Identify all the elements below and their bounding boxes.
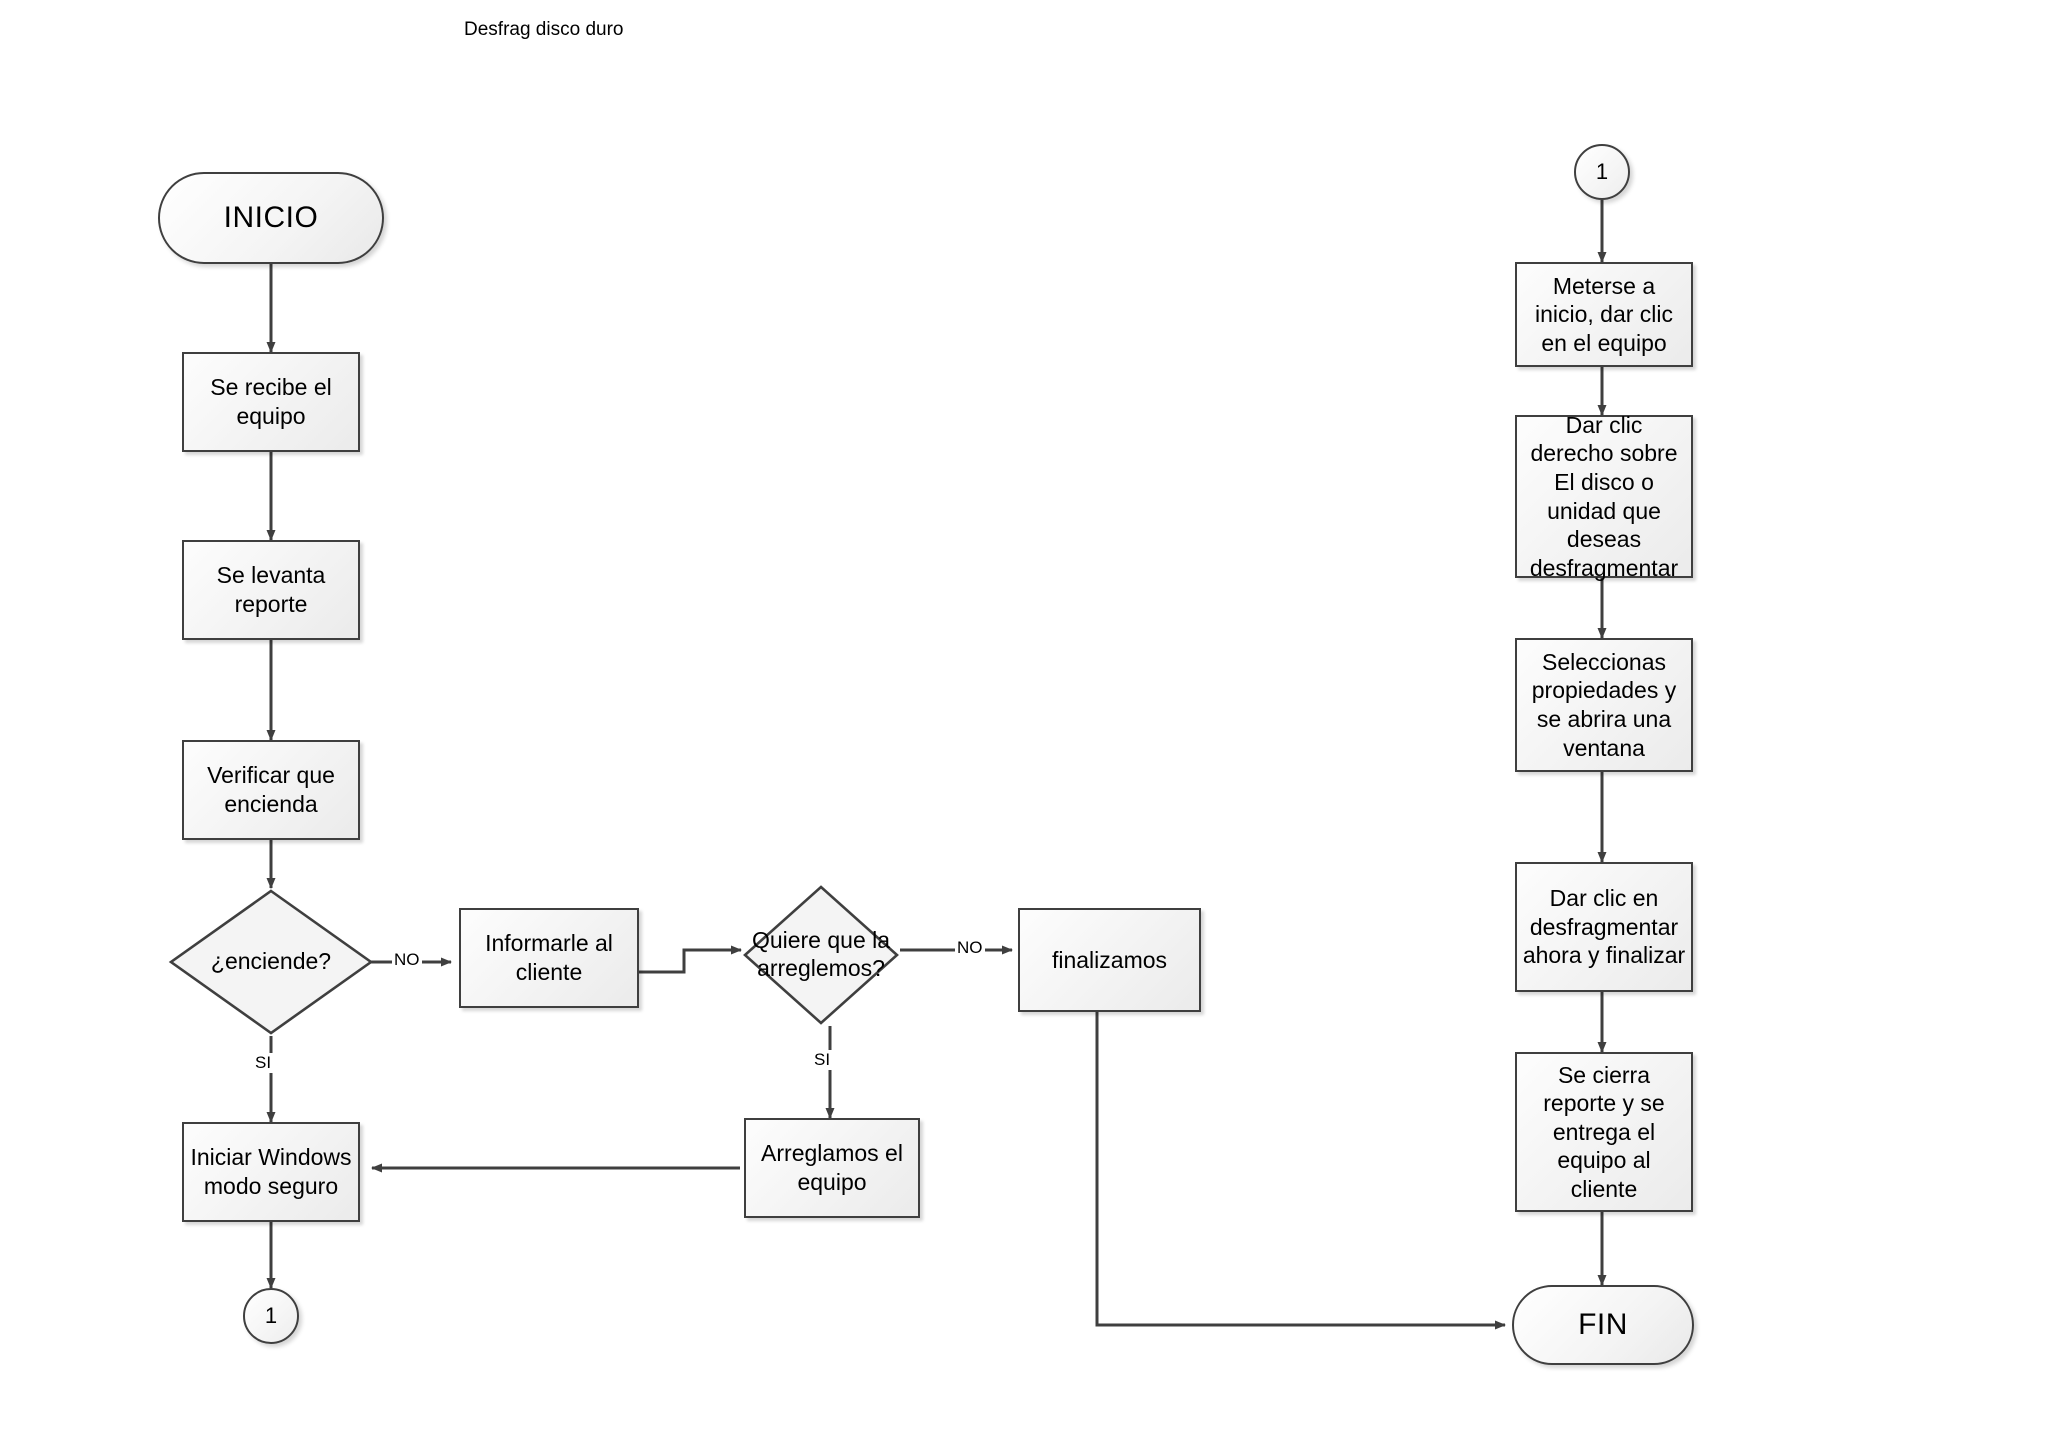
edge-label-no-enciende: NO (392, 950, 422, 970)
node-se-recibe-equipo[interactable]: Se recibe el equipo (182, 352, 360, 452)
node-informarle-cliente-label: Informarle al cliente (485, 930, 613, 985)
node-inicio[interactable]: INICIO (158, 172, 384, 264)
node-informarle-cliente[interactable]: Informarle al cliente (459, 908, 639, 1008)
node-se-levanta-reporte-label: Se levanta reporte (216, 562, 326, 617)
node-verificar-encienda[interactable]: Verificar que encienda (182, 740, 360, 840)
node-finalizamos-label: finalizamos (1051, 946, 1168, 973)
node-seleccionas-propiedades[interactable]: Seleccionas propiedades y se abrira una … (1515, 638, 1693, 772)
edge-label-si-arreglemos: SI (812, 1050, 833, 1070)
node-decision-enciende[interactable]: ¿enciende? (168, 888, 374, 1036)
node-se-recibe-equipo-label: Se recibe el equipo (210, 374, 332, 429)
node-se-levanta-reporte[interactable]: Se levanta reporte (182, 540, 360, 640)
edge-label-no-arreglemos: NO (955, 938, 985, 958)
connector-in-1-label: 1 (1595, 159, 1609, 184)
node-clic-derecho-disco-label: Dar clic derecho sobre El disco o unidad… (1529, 411, 1679, 581)
node-desfragmentar-ahora[interactable]: Dar clic en desfragmentar ahora y finali… (1515, 862, 1693, 992)
node-arreglamos-equipo-label: Arreglamos el equipo (761, 1140, 903, 1195)
node-fin-label: FIN (1578, 1308, 1628, 1341)
node-decision-enciende-label: ¿enciende? (210, 948, 332, 975)
node-cierra-reporte-entrega-label: Se cierra reporte y se entrega el equipo… (1543, 1061, 1665, 1202)
node-verificar-encienda-label: Verificar que encienda (207, 762, 335, 817)
edge-finalizamos-fin (1095, 1012, 1506, 1330)
node-fin[interactable]: FIN (1512, 1285, 1694, 1365)
diamond-shape (743, 885, 899, 1025)
node-inicio-label: INICIO (223, 201, 319, 234)
node-decision-arreglemos[interactable]: Quiere que la arreglemos? (742, 884, 900, 1026)
node-desfragmentar-ahora-label: Dar clic en desfragmentar ahora y finali… (1522, 885, 1686, 969)
node-meterse-inicio[interactable]: Meterse a inicio, dar clic en el equipo (1515, 262, 1693, 367)
edge-label-si-enciende: SI (253, 1053, 274, 1073)
node-decision-arreglemos-label: Quiere que la arreglemos? (751, 927, 891, 981)
node-cierra-reporte-entrega[interactable]: Se cierra reporte y se entrega el equipo… (1515, 1052, 1693, 1212)
edge-informar-arreglar (638, 945, 742, 974)
connector-out-1[interactable]: 1 (243, 1288, 299, 1344)
node-seleccionas-propiedades-label: Seleccionas propiedades y se abrira una … (1531, 648, 1677, 761)
connector-out-1-label: 1 (264, 1303, 278, 1328)
node-finalizamos[interactable]: finalizamos (1018, 908, 1201, 1012)
node-clic-derecho-disco[interactable]: Dar clic derecho sobre El disco o unidad… (1515, 412, 1693, 581)
node-iniciar-windows-modo-seguro[interactable]: Iniciar Windows modo seguro (182, 1122, 360, 1222)
node-iniciar-windows-modo-seguro-label: Iniciar Windows modo seguro (190, 1144, 352, 1199)
diamond-shape (168, 889, 374, 1035)
node-meterse-inicio-label: Meterse a inicio, dar clic en el equipo (1534, 272, 1674, 356)
connector-in-1[interactable]: 1 (1574, 144, 1630, 200)
page-title: Desfrag disco duro (464, 19, 624, 40)
node-arreglamos-equipo[interactable]: Arreglamos el equipo (744, 1118, 920, 1218)
